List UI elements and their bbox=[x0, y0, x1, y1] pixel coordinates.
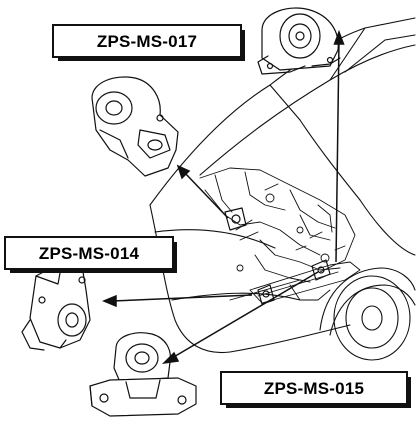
arrow-to-upper-left bbox=[176, 164, 229, 219]
part-image-015 bbox=[89, 332, 197, 417]
car-body-outline bbox=[149, 17, 416, 361]
part-label-zps-ms-017: ZPS-MS-017 bbox=[52, 24, 245, 61]
mount-location-left bbox=[257, 284, 275, 305]
arrow-to-017 bbox=[333, 29, 345, 263]
part-image-017 bbox=[257, 7, 341, 75]
arrow-to-015 bbox=[161, 271, 319, 365]
part-label-zps-ms-014: ZPS-MS-014 bbox=[4, 236, 177, 273]
part-label-zps-ms-015: ZPS-MS-015 bbox=[220, 371, 411, 408]
part-image-upper-left bbox=[91, 76, 179, 177]
mount-location-upper bbox=[224, 207, 247, 231]
arrow-to-014 bbox=[102, 294, 253, 308]
part-image-014 bbox=[21, 261, 91, 351]
mount-location-lower bbox=[311, 259, 331, 281]
